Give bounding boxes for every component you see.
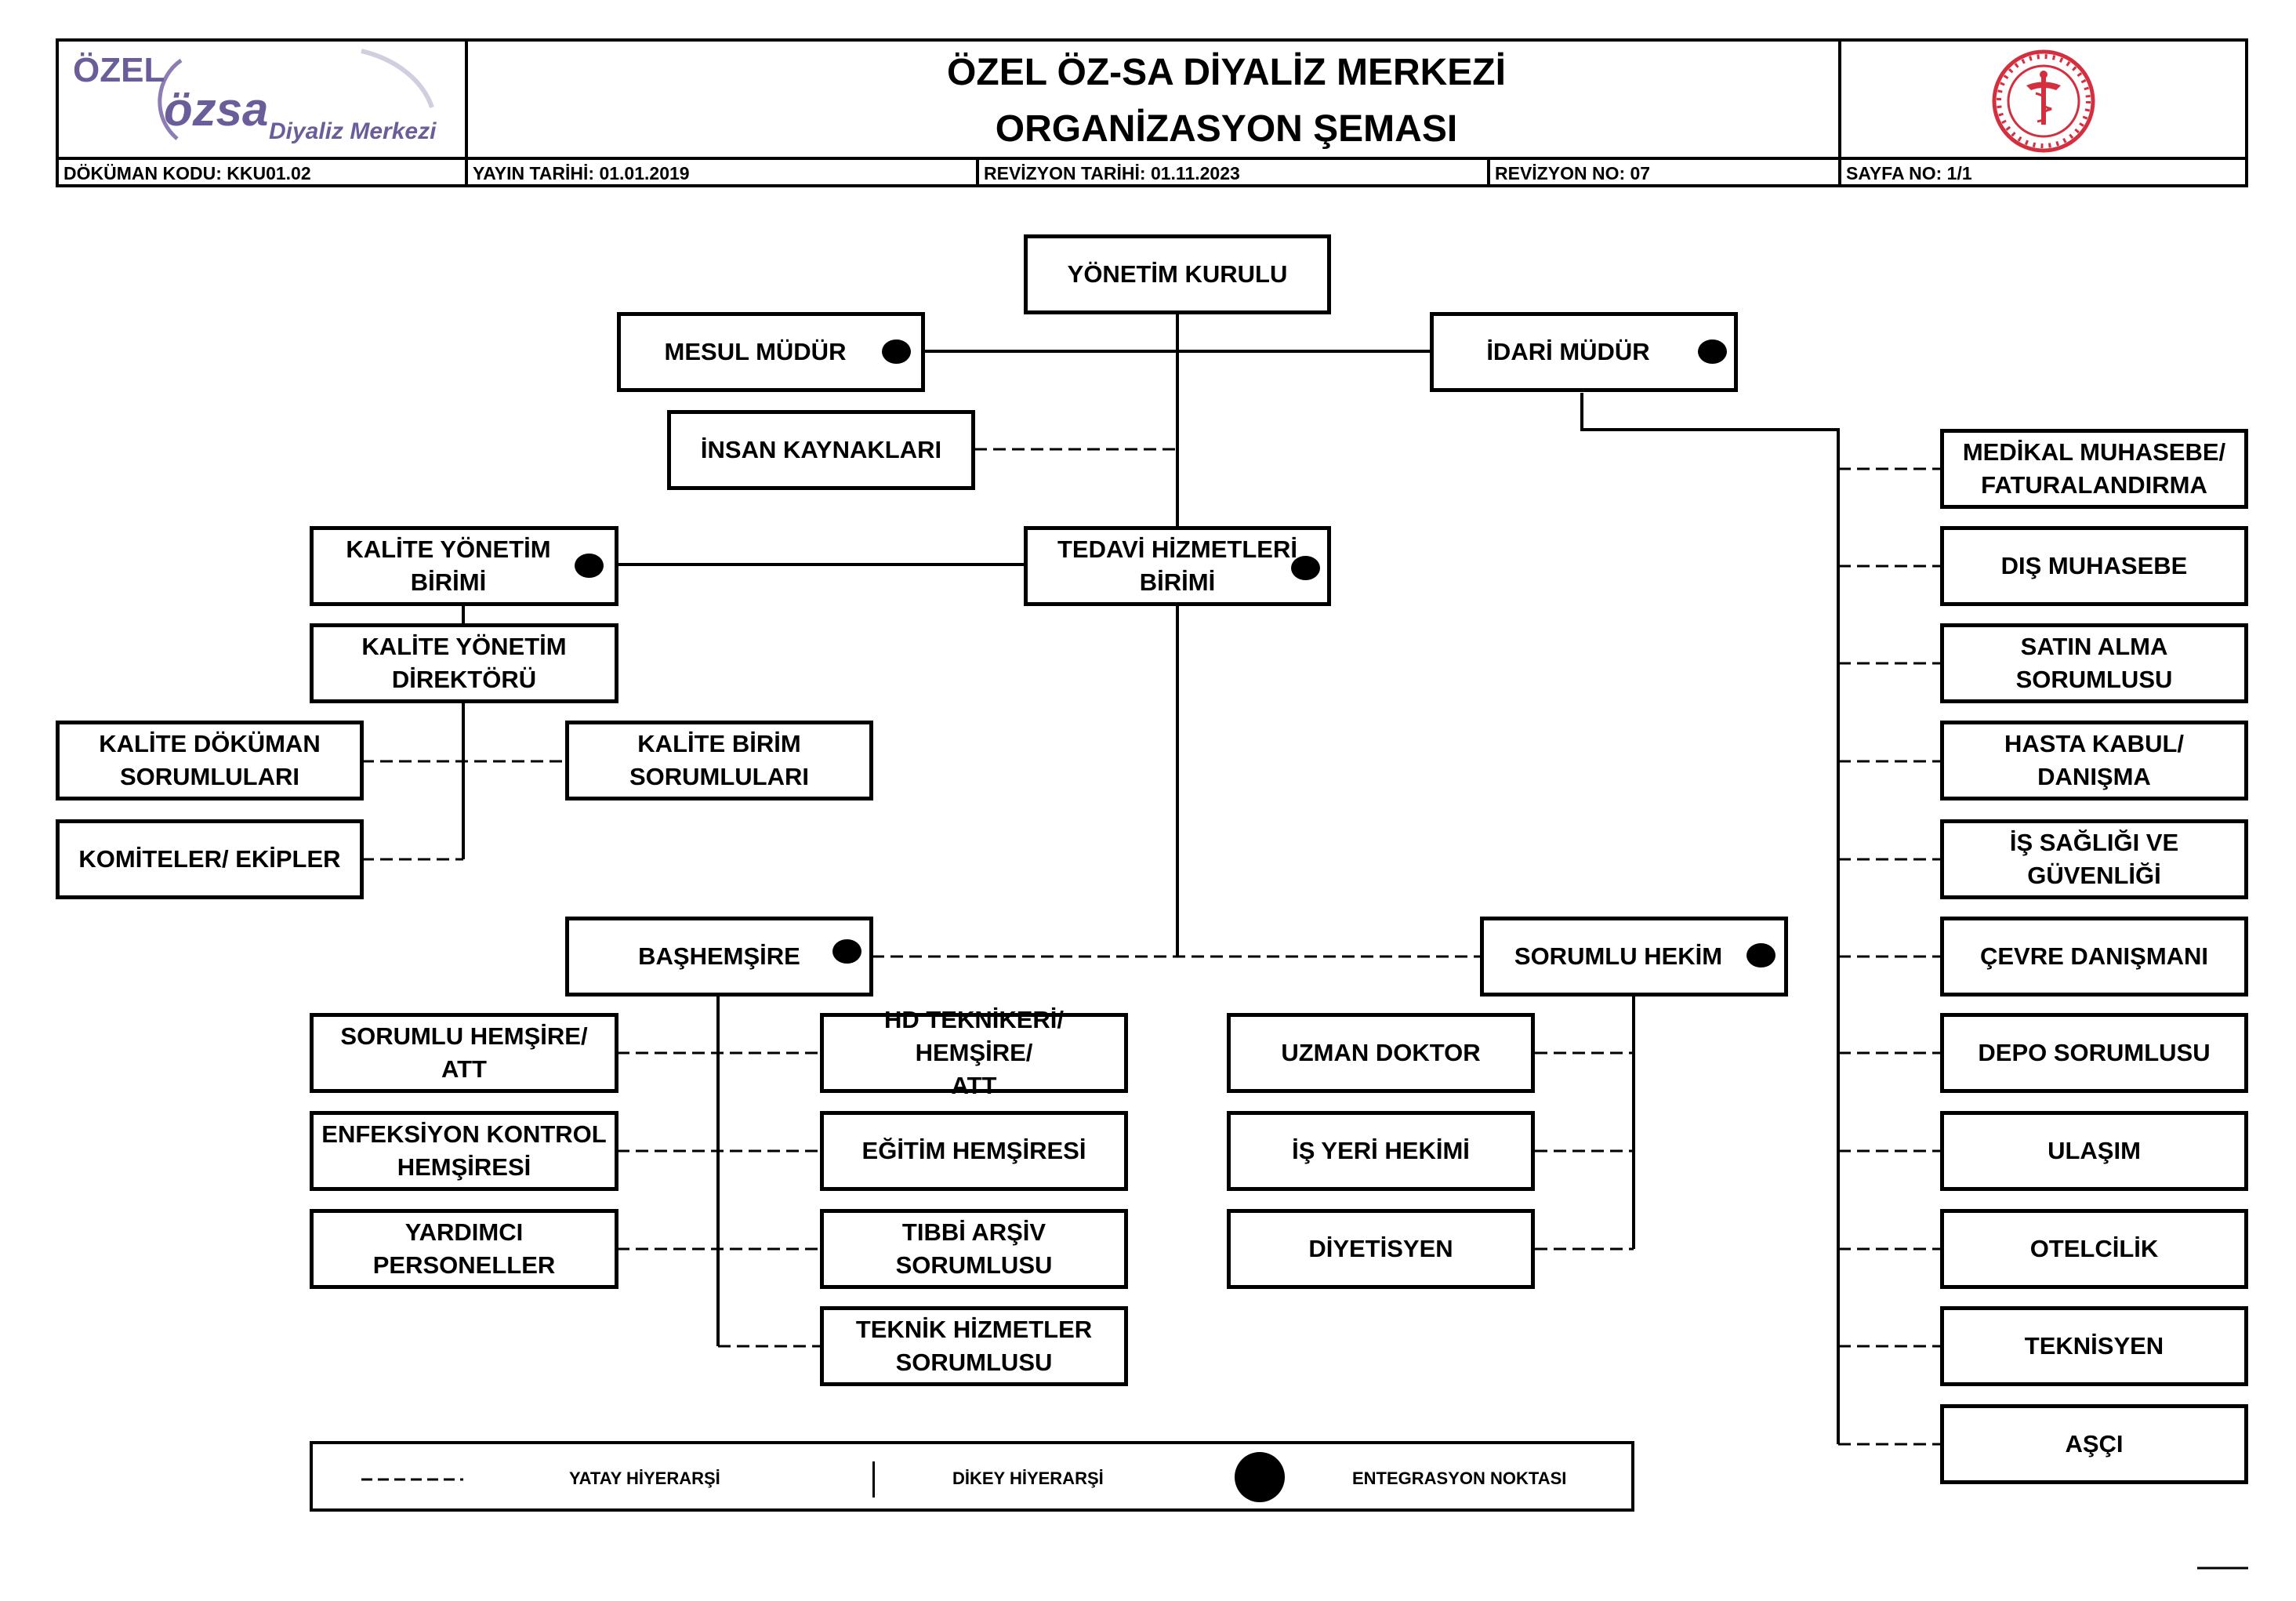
- node-enfeksiyon-kontrol: ENFEKSİYON KONTROL HEMŞİRESİ: [310, 1111, 618, 1191]
- integration-point-icon: [575, 554, 604, 578]
- node-asci: AŞÇI: [1940, 1404, 2248, 1484]
- legend: YATAY HİYERARŞİ DİKEY HİYERARŞİ ENTEGRAS…: [310, 1441, 1634, 1512]
- document-title-line2: ORGANİZASYON ŞEMASI: [995, 108, 1458, 150]
- document-header: ÖZEL özsa Diyaliz Merkezi ÖZEL ÖZ-SA DİY…: [56, 38, 2248, 187]
- legend-horizontal-label: YATAY HİYERARŞİ: [569, 1468, 720, 1488]
- node-sorumlu-hekim: SORUMLU HEKİM: [1480, 917, 1788, 997]
- node-idari-mudur: İDARİ MÜDÜR: [1430, 312, 1738, 392]
- document-code: DÖKÜMAN KODU: KKU01.02: [63, 163, 311, 183]
- integration-point-icon: [1291, 556, 1320, 580]
- node-yonetim-kurulu: YÖNETİM KURULU: [1024, 234, 1331, 314]
- logo-line2: özsa: [164, 83, 269, 136]
- integration-point-icon: [882, 339, 911, 364]
- header-divider-right: [1838, 42, 1841, 184]
- node-hasta-kabul: HASTA KABUL/ DANIŞMA: [1940, 721, 2248, 800]
- document-title-line1: ÖZEL ÖZ-SA DİYALİZ MERKEZİ: [947, 52, 1506, 93]
- node-egitim-hemsiresi: EĞİTİM HEMŞİRESİ: [820, 1111, 1128, 1191]
- meta-divider-1: [976, 157, 979, 184]
- node-ulasim: ULAŞIM: [1940, 1111, 2248, 1191]
- publish-date: YAYIN TARİHİ: 01.01.2019: [473, 163, 690, 183]
- logo-swoosh-icon: [158, 49, 434, 140]
- node-bashemsire: BAŞHEMŞİRE: [565, 917, 873, 997]
- node-diyetisyen: DİYETİSYEN: [1227, 1209, 1535, 1289]
- header-row-divider: [59, 157, 2245, 160]
- revision-number: REVİZYON NO: 07: [1495, 163, 1651, 183]
- node-hd-teknikeri: HD TEKNİKERİ/ HEMŞİRE/ ATT: [820, 1006, 1128, 1099]
- node-insan-kaynaklari: İNSAN KAYNAKLARI: [667, 410, 975, 490]
- node-satin-alma: SATIN ALMA SORUMLUSU: [1940, 623, 2248, 703]
- header-divider-left: [465, 42, 468, 184]
- node-is-yeri-hekimi: İŞ YERİ HEKİMİ: [1227, 1111, 1535, 1191]
- node-depo-sorumlusu: DEPO SORUMLUSU: [1940, 1013, 2248, 1093]
- idari-branch-line: [1580, 393, 1840, 1444]
- node-dis-muhasebe: DIŞ MUHASEBE: [1940, 526, 2248, 606]
- node-kalite-yonetim-birimi: KALİTE YÖNETİM BİRİMİ: [310, 526, 618, 606]
- solid-line-icon: [872, 1461, 875, 1498]
- ministry-seal-icon: [1841, 42, 2245, 157]
- node-teknisyen: TEKNİSYEN: [1940, 1306, 2248, 1386]
- node-otelcilik: OTELCİLİK: [1940, 1209, 2248, 1289]
- company-logo: ÖZEL özsa Diyaliz Merkezi: [63, 45, 462, 154]
- logo-line1: ÖZEL: [73, 51, 165, 89]
- legend-integration-label: ENTEGRASYON NOKTASI: [1352, 1468, 1567, 1488]
- integration-point-icon: [1746, 943, 1776, 967]
- node-kalite-dokuman: KALİTE DÖKÜMAN SORUMLULARI: [56, 721, 364, 800]
- node-kalite-direktoru: KALİTE YÖNETİM DİREKTÖRÜ: [310, 623, 618, 703]
- node-mesul-mudur: MESUL MÜDÜR: [617, 312, 925, 392]
- meta-divider-2: [1487, 157, 1490, 184]
- node-is-sagligi: İŞ SAĞLIĞI VE GÜVENLİĞİ: [1940, 819, 2248, 899]
- node-cevre-danismani: ÇEVRE DANIŞMANI: [1940, 917, 2248, 997]
- node-medikal-muhasebe: MEDİKAL MUHASEBE/ FATURALANDIRMA: [1940, 429, 2248, 509]
- node-komiteler: KOMİTELER/ EKİPLER: [56, 819, 364, 899]
- page-number: SAYFA NO: 1/1: [1846, 163, 1972, 183]
- node-teknik-hizmetler: TEKNİK HİZMETLER SORUMLUSU: [820, 1306, 1128, 1386]
- node-tibbi-arsiv: TIBBİ ARŞİV SORUMLUSU: [820, 1209, 1128, 1289]
- node-tedavi-hizmetleri: TEDAVİ HİZMETLERİ BİRİMİ: [1024, 526, 1331, 606]
- integration-point-icon: [1235, 1452, 1285, 1502]
- integration-point-icon: [1698, 339, 1727, 364]
- legend-vertical-label: DİKEY HİYERARŞİ: [952, 1468, 1104, 1488]
- node-yardimci-personeller: YARDIMCI PERSONELLER: [310, 1209, 618, 1289]
- integration-point-icon: [832, 939, 861, 964]
- node-sorumlu-hemsire: SORUMLU HEMŞİRE/ ATT: [310, 1013, 618, 1093]
- dashed-line-icon: [361, 1478, 463, 1481]
- node-kalite-birim: KALİTE BİRİM SORUMLULARI: [565, 721, 873, 800]
- logo-line3: Diyaliz Merkezi: [269, 118, 437, 144]
- revision-date: REVİZYON TARİHİ: 01.11.2023: [984, 163, 1240, 183]
- node-uzman-doktor: UZMAN DOKTOR: [1227, 1013, 1535, 1093]
